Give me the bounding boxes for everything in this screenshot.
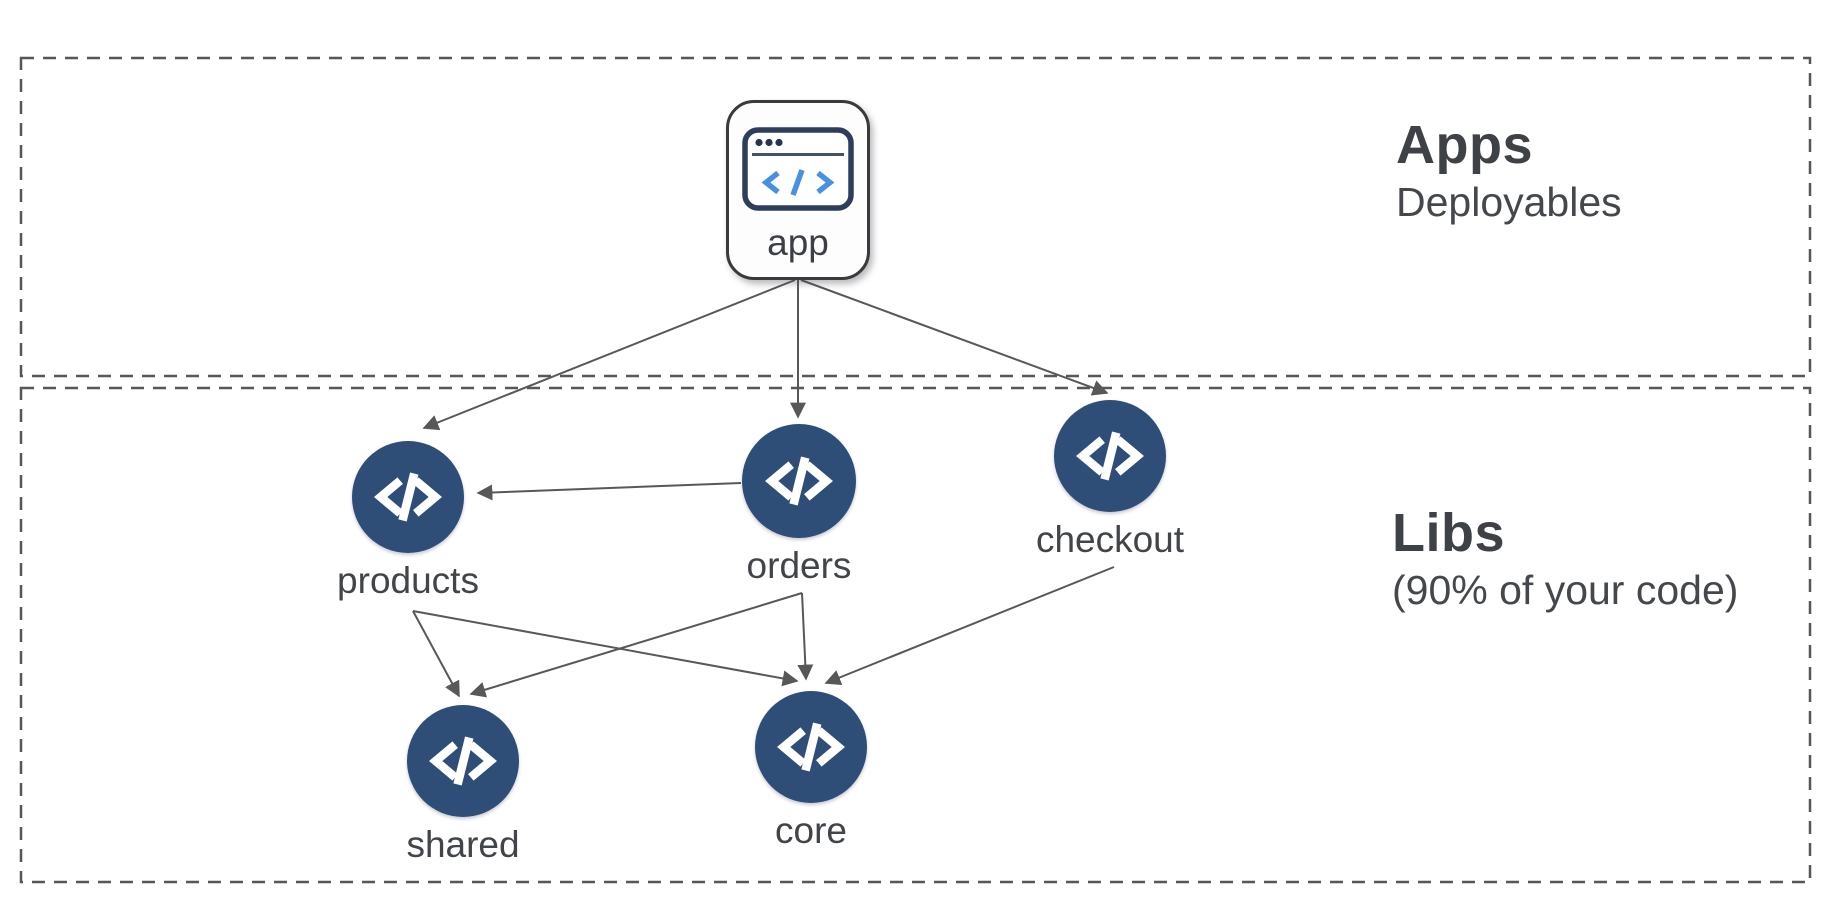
node-app-label: app — [767, 222, 829, 263]
edge-products-to-shared — [412, 610, 460, 698]
node-products: products — [337, 441, 479, 602]
lib-circle — [755, 691, 867, 803]
edge-products-to-core — [412, 610, 799, 687]
node-orders: orders — [742, 424, 856, 587]
edge-app-to-products — [422, 279, 796, 431]
edge-orders-to-products — [476, 482, 742, 501]
node-core-label: core — [775, 810, 847, 851]
code-icon — [374, 472, 442, 522]
libs-boundary-box — [19, 386, 1812, 884]
node-core: core — [755, 691, 867, 852]
browser-code-icon — [742, 127, 854, 211]
node-checkout: checkout — [1036, 400, 1184, 561]
libs-section-title: Libs — [1392, 503, 1506, 563]
lib-circle — [407, 705, 519, 817]
node-shared-label: shared — [406, 824, 520, 865]
edge-orders-to-shared — [469, 592, 803, 698]
node-checkout-label: checkout — [1035, 519, 1185, 560]
code-icon — [1076, 431, 1144, 481]
code-icon — [777, 722, 845, 772]
edge-app-to-checkout — [800, 279, 1109, 396]
section-label-apps: Apps Deployables — [1396, 114, 1622, 227]
code-icon — [765, 456, 833, 506]
lib-circle — [1054, 400, 1166, 512]
apps-section-subtitle: Deployables — [1396, 178, 1622, 225]
code-icon — [429, 736, 497, 786]
edge-checkout-to-core — [824, 566, 1115, 686]
edge-orders-to-core — [797, 592, 814, 681]
node-products-label: products — [337, 560, 479, 601]
libs-section-subtitle: (90% of your code) — [1392, 566, 1739, 613]
section-label-libs: Libs (90% of your code) — [1392, 502, 1738, 615]
apps-section-title: Apps — [1396, 115, 1533, 175]
lib-circle — [742, 424, 856, 538]
node-shared: shared — [406, 705, 520, 866]
lib-circle — [352, 441, 464, 553]
apps-boundary-box — [19, 56, 1812, 378]
node-orders-label: orders — [746, 545, 852, 586]
node-app: app — [726, 100, 870, 280]
